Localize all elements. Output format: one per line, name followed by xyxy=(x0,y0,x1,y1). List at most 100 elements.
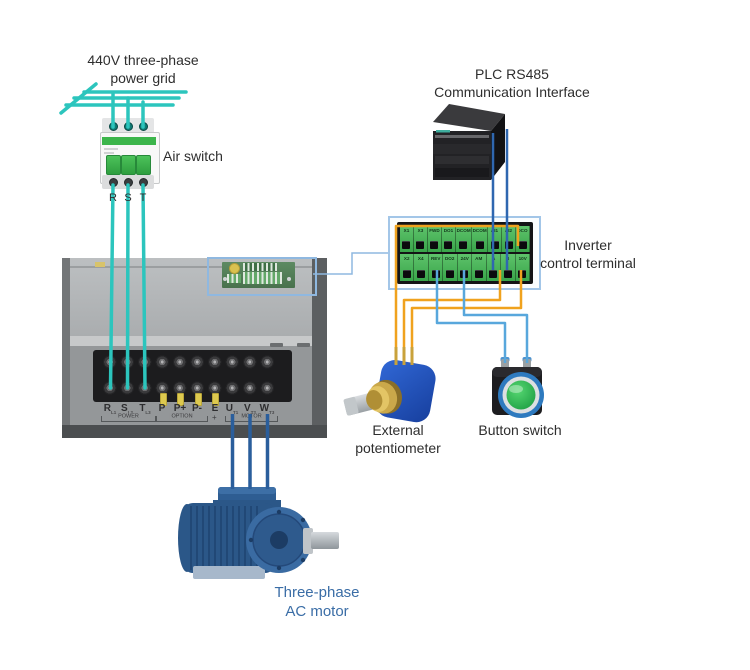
air-switch-spec-mark xyxy=(104,152,114,154)
plc-module xyxy=(433,104,505,180)
terminal-hole xyxy=(489,270,498,278)
inverter-right-edge xyxy=(312,258,327,438)
pcb-screw xyxy=(287,277,291,281)
group-option: OPTION xyxy=(156,413,208,422)
potentiometer-nut xyxy=(366,390,383,410)
group-plus: + xyxy=(212,413,217,422)
potentiometer-device xyxy=(343,359,436,423)
air-switch-top-pin-t xyxy=(139,122,148,131)
motor-base xyxy=(193,566,265,579)
terminal-cell: A xyxy=(486,254,502,281)
potentiometer-label-line1: External xyxy=(372,422,424,438)
terminal-hole xyxy=(460,270,469,278)
terminal-hole xyxy=(459,241,468,249)
air-switch-bottom-pin-s xyxy=(124,178,133,187)
plc-front-stripe xyxy=(435,135,489,138)
inverter-ridge xyxy=(70,336,312,346)
terminal-hole xyxy=(417,270,426,278)
pcb-connector-upper xyxy=(243,263,277,271)
power-grid-label: 440V three-phase power grid xyxy=(58,52,228,87)
phase-label-r: R xyxy=(109,192,117,204)
air-switch-label: Air switch xyxy=(163,148,223,164)
group-power: POWER xyxy=(101,413,156,422)
terminal-hole xyxy=(402,241,411,249)
motor-hub xyxy=(270,531,288,549)
potentiometer-label-line2: potentiometer xyxy=(355,439,441,456)
terminal-label-P: P xyxy=(158,403,166,414)
terminal-cell: X1 xyxy=(400,226,414,252)
motor-shaft-step xyxy=(303,528,313,554)
terminal-cell: DCOM xyxy=(471,226,489,252)
inverter-bottom-edge xyxy=(62,425,327,438)
terminal-hole xyxy=(431,270,440,278)
air-switch-top-pin-s xyxy=(124,122,133,131)
terminal-cell: REV xyxy=(428,254,444,281)
plc-terminal-row-upper xyxy=(435,156,489,164)
pcb-connector-small xyxy=(227,274,241,283)
motor-shaft xyxy=(311,532,339,549)
phase-label-s: S xyxy=(124,192,132,204)
screw-row-lower xyxy=(101,381,277,395)
terminal-hole xyxy=(475,241,484,249)
pcb-callout-rectangle xyxy=(207,257,317,296)
grid-slash xyxy=(59,82,98,115)
air-switch-bottom-pin-r xyxy=(109,178,118,187)
terminal-cell: AM xyxy=(472,254,487,281)
motor-label: Three-phase AC motor xyxy=(242,584,392,622)
inverter-terminal-label-line2: control terminal xyxy=(540,254,636,271)
plc-terminal-row-lower xyxy=(435,168,489,177)
air-switch-bottom-pin-t xyxy=(139,178,148,187)
terminal-hole xyxy=(446,270,455,278)
button-switch-device xyxy=(492,357,544,418)
terminal-hole xyxy=(430,241,439,249)
terminal-cell: X2 xyxy=(400,254,415,281)
terminal-cell: DCOM xyxy=(455,226,472,252)
screw-row-upper xyxy=(101,355,277,369)
potentiometer-label: External potentiometer xyxy=(328,422,468,457)
terminal-hole xyxy=(490,241,499,249)
button-green-cap xyxy=(506,380,536,410)
terminal-label-S: SL2 xyxy=(121,403,133,415)
control-pcb xyxy=(222,262,295,288)
terminal-label-E: E xyxy=(211,403,219,414)
button-switch-label: Button switch xyxy=(478,422,562,438)
spade-connector xyxy=(160,393,167,406)
terminal-cell: DO2 xyxy=(443,254,458,281)
air-switch-device xyxy=(98,117,162,193)
spade-connector xyxy=(177,393,184,406)
terminal-hole xyxy=(444,241,453,249)
inverter-vent xyxy=(297,343,310,347)
group-motor: MOTOR xyxy=(225,413,278,422)
pcb-capacitor xyxy=(229,263,240,274)
power-grid-label-line1: 440V three-phase xyxy=(87,52,199,68)
terminal-cell: X3 xyxy=(413,226,428,252)
motor-label-line1: Three-phase xyxy=(274,584,360,601)
inverter-left-edge xyxy=(62,258,70,438)
terminal-label-T: TL3 xyxy=(139,403,151,415)
air-switch-toggle-3 xyxy=(136,155,151,175)
motor-label-line2: AC motor xyxy=(285,602,349,620)
plc-mid-band xyxy=(433,144,491,154)
terminal-label-P1: P+ xyxy=(173,403,187,414)
terminal-cell: DO1 xyxy=(441,226,456,252)
plc-label-line1: PLC RS485 xyxy=(475,66,549,82)
terminal-label-U: UT1 xyxy=(225,403,239,415)
plc-side-face xyxy=(491,114,505,180)
motor-junction-box-lid xyxy=(218,487,276,494)
pcb-connector-main xyxy=(243,272,282,284)
terminal-cell: DCO xyxy=(516,226,531,252)
terminal-hole xyxy=(474,270,483,278)
potentiometer-shaft-tip xyxy=(343,396,359,416)
terminal-cell: X4 xyxy=(414,254,429,281)
terminal-cell: AI1 xyxy=(488,226,503,252)
terminal-hole xyxy=(402,270,411,278)
inverter-terminal-label-line1: Inverter xyxy=(564,237,612,253)
inverter-seam xyxy=(70,266,312,268)
air-switch-spec-mark xyxy=(104,148,118,150)
terminal-cell: 24V xyxy=(457,254,473,281)
inverter-terminal-label: Inverter control terminal xyxy=(508,237,668,272)
terminal-hole xyxy=(416,241,425,249)
plc-brand-mark xyxy=(436,130,450,133)
terminal-label-W: WT3 xyxy=(259,403,275,415)
